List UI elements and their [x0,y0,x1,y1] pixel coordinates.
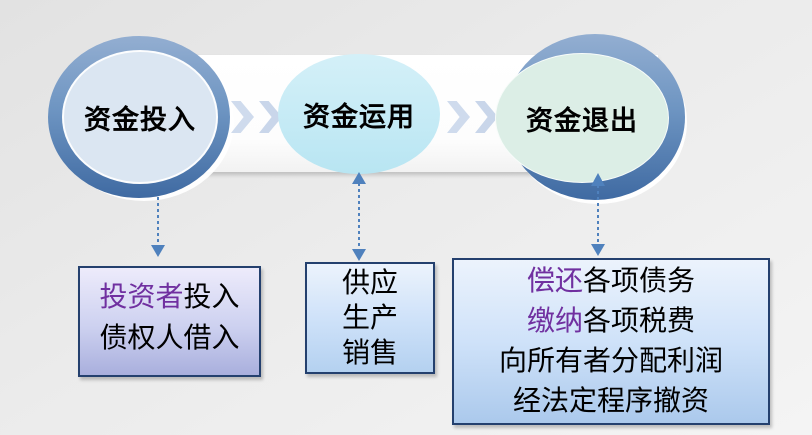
stage-circle-capital-exit: 资金退出 [495,34,685,200]
plain-text: 生产 [341,303,398,334]
plain-text: 销售 [341,338,398,369]
stage-label: 资金投入 [84,104,196,135]
stage-circle-inner: 资金投入 [62,50,218,184]
plain-text: 经法定程序撤资 [512,386,709,417]
text-line: 生产 [307,301,433,336]
textbox-capital-exit-detail: 偿还各项债务 缴纳各项税费 向所有者分配利润 经法定程序撤资 [452,258,770,425]
plain-text: 向所有者分配利润 [498,346,723,377]
dashed-arrow-updown-icon [352,172,366,261]
plain-text: 供应 [341,268,398,299]
plain-text: 各项债务 [583,266,696,297]
stage-label: 资金退出 [526,105,638,136]
highlight-text: 投资者 [99,282,184,313]
text-line: 缴纳各项税费 [454,302,768,342]
dashed-arrow-down-icon [151,197,165,257]
textbox-capital-input-detail: 投资者投入 债权人借入 [78,266,261,377]
text-line: 销售 [307,336,433,371]
textbox-capital-use-detail: 供应 生产 销售 [305,262,435,374]
plain-text: 投入 [183,282,240,313]
text-line: 向所有者分配利润 [454,342,768,382]
highlight-text: 偿还 [526,266,583,297]
text-line: 偿还各项债务 [454,262,768,302]
chevron-right-icon [231,101,254,133]
plain-text: 各项税费 [583,306,696,337]
text-line: 投资者投入 [80,277,259,318]
highlight-text: 缴纳 [526,306,583,337]
text-line: 债权人借入 [80,318,259,359]
text-line: 经法定程序撤资 [454,382,768,422]
text-line: 供应 [307,266,433,301]
plain-text: 债权人借入 [99,323,240,354]
chevron-right-icon [447,101,470,133]
stage-label: 资金运用 [303,101,415,132]
stage-circle-capital-use: 资金运用 [278,54,440,174]
stage-circle-inner: 资金退出 [495,53,669,183]
stage-circle-capital-input: 资金投入 [48,36,230,198]
